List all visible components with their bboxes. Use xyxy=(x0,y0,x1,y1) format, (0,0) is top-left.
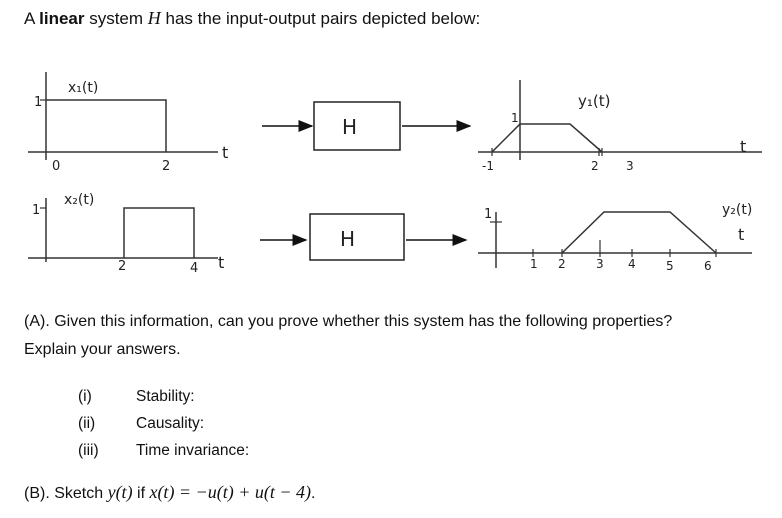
x2-t-label: t xyxy=(218,253,224,272)
linear-keyword: linear xyxy=(39,9,85,28)
part-a-question: (A). Given this information, can you pro… xyxy=(24,313,673,358)
item-label-causality: Causality: xyxy=(136,415,205,432)
system-block-2: H xyxy=(260,213,468,261)
x1-y-tick-1: 1 xyxy=(34,95,42,110)
list-item: (i) Stability: xyxy=(78,388,249,415)
item-label-time-invariance: Time invariance: xyxy=(136,442,250,459)
system-block-1: H xyxy=(262,101,472,151)
list-item: (iii) Time invariance: xyxy=(78,442,249,469)
y2-x-tick-6: 6 xyxy=(704,259,712,273)
x2-x-tick-2: 2 xyxy=(118,259,126,274)
item-number: (ii) xyxy=(78,415,96,432)
x2-x-tick-4: 4 xyxy=(190,261,198,276)
y2-x-tick-4: 4 xyxy=(628,257,636,271)
y2-label: y₂(t) xyxy=(722,202,752,218)
x1-x-tick-0: 0 xyxy=(52,159,60,174)
system-symbol: H xyxy=(147,8,161,28)
y1-t-label: t xyxy=(740,137,746,156)
input-plot-x2: 1 x₂(t) 2 4 t xyxy=(28,192,224,276)
y1-x-tick-3: 3 xyxy=(626,159,634,173)
x1-t-label: t xyxy=(222,143,228,162)
y1-x-tick-2: 2 xyxy=(591,159,599,173)
list-item: (ii) Causality: xyxy=(78,415,249,442)
output-plot-y1: y₁(t) -1 1 2 3 t xyxy=(478,80,762,173)
y2-x-tick-2: 2 xyxy=(558,257,566,271)
system-h-label-1: H xyxy=(342,115,357,139)
input-plot-x1: 1 x₁(t) 0 2 t xyxy=(28,72,228,174)
y2-x-tick-1: 1 xyxy=(530,257,538,271)
item-number: (i) xyxy=(78,388,92,405)
output-expression: y(t) xyxy=(107,482,133,502)
y2-y-tick-1: 1 xyxy=(484,207,492,222)
problem-statement: A linear system H has the input-output p… xyxy=(24,8,481,28)
io-pairs-figure: 1 x₁(t) 0 2 t H y₁(t) -1 1 2 3 t 1 x₂(t)… xyxy=(28,72,762,276)
x1-x-tick-2: 2 xyxy=(162,159,170,174)
y1-x-tick-neg1: -1 xyxy=(482,159,494,173)
y1-label: y₁(t) xyxy=(578,92,610,110)
system-h-label-2: H xyxy=(340,227,355,251)
item-label-stability: Stability: xyxy=(136,388,195,405)
part-b-question: (B). Sketch y(t) if x(t) = −u(t) + u(t −… xyxy=(24,482,316,502)
input-expression: x(t) = −u(t) + u(t − 4) xyxy=(149,482,311,502)
output-plot-y2: 1 1 2 3 4 5 6 y₂(t) t xyxy=(478,202,752,273)
item-number: (iii) xyxy=(78,442,99,459)
x1-label: x₁(t) xyxy=(68,80,98,96)
x2-y-tick-1: 1 xyxy=(32,203,40,218)
property-list: (i) Stability: (ii) Causality: (iii) Tim… xyxy=(78,388,249,469)
y2-x-tick-5: 5 xyxy=(666,259,674,273)
y2-t-label: t xyxy=(738,225,744,244)
y2-x-tick-3: 3 xyxy=(596,257,604,271)
x2-label: x₂(t) xyxy=(64,192,94,208)
y1-tick-1: 1 xyxy=(511,111,519,125)
